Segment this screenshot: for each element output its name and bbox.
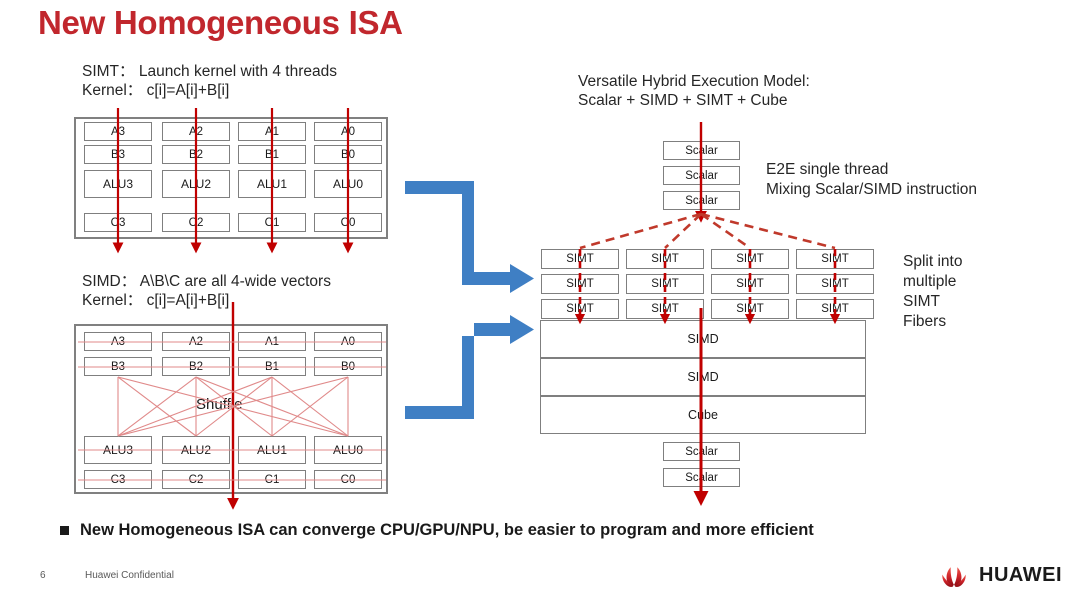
bullet-square-icon <box>60 526 69 535</box>
page-number: 6 <box>40 570 46 581</box>
simd-cell-alu2: ALU2 <box>162 436 230 464</box>
confidentiality-label: Huawei Confidential <box>85 570 174 581</box>
simt-grid-r0c0: SIMT <box>541 249 619 269</box>
note-split-line4: Fibers <box>903 313 947 330</box>
wide-bar-simd-0: SIMD <box>540 320 866 358</box>
huawei-wordmark: HUAWEI <box>979 563 1062 586</box>
simt-grid-r0c3: SIMT <box>796 249 874 269</box>
simt-cell-a0: A0 <box>314 122 382 141</box>
simd-cell-alu0: ALU0 <box>314 436 382 464</box>
simd-block-panel <box>74 324 388 494</box>
note-split-line3: SIMT <box>903 293 941 310</box>
blue-flow-arrows <box>405 181 534 419</box>
simt-cell-a2: A2 <box>162 122 230 141</box>
simd-cell-a3: A3 <box>84 332 152 351</box>
summary-bullet-row: New Homogeneous ISA can converge CPU/GPU… <box>60 521 814 540</box>
top-scalar-0: Scalar <box>663 141 740 160</box>
simt-cell-b1: B1 <box>238 145 306 164</box>
summary-bullet-text: New Homogeneous ISA can converge CPU/GPU… <box>80 521 814 539</box>
simt-cell-a1: A1 <box>238 122 306 141</box>
right-heading-line2: Scalar + SIMD + SIMT + Cube <box>578 92 788 109</box>
simd-cell-a0: A0 <box>314 332 382 351</box>
simd-cell-b3: B3 <box>84 357 152 376</box>
simt-grid-r1c3: SIMT <box>796 274 874 294</box>
huawei-logo: HUAWEI <box>938 561 1062 589</box>
note-split-line2: multiple <box>903 273 957 290</box>
note-split-line1: Split into <box>903 253 963 270</box>
simt-grid-r2c1: SIMT <box>626 299 704 319</box>
simt-cell-b2: B2 <box>162 145 230 164</box>
simt-cell-alu2: ALU2 <box>162 170 230 198</box>
simt-grid-r1c1: SIMT <box>626 274 704 294</box>
note-e2e-line2: Mixing Scalar/SIMD instruction <box>766 181 978 198</box>
wide-bar-cube: Cube <box>540 396 866 434</box>
simt-cell-c3: C3 <box>84 213 152 232</box>
simd-cell-a1: A1 <box>238 332 306 351</box>
top-scalar-1: Scalar <box>663 166 740 185</box>
simt-cell-alu0: ALU0 <box>314 170 382 198</box>
simt-cell-a3: A3 <box>84 122 152 141</box>
simt-cell-c2: C2 <box>162 213 230 232</box>
simt-grid-r2c0: SIMT <box>541 299 619 319</box>
simt-cell-c0: C0 <box>314 213 382 232</box>
bottom-scalar-0: Scalar <box>663 442 740 461</box>
simt-grid-r1c0: SIMT <box>541 274 619 294</box>
page-title: New Homogeneous ISA <box>38 4 403 41</box>
simt-grid-r2c3: SIMT <box>796 299 874 319</box>
simd-cell-c1: C1 <box>238 470 306 489</box>
simd-cell-c2: C2 <box>162 470 230 489</box>
simd-cell-b0: B0 <box>314 357 382 376</box>
right-heading-line1: Versatile Hybrid Execution Model: <box>578 73 810 90</box>
simt-grid-r0c2: SIMT <box>711 249 789 269</box>
simd-caption-line2: Kernel： c[i]=A[i]+B[i] <box>82 292 230 309</box>
huawei-flower-icon <box>942 567 966 587</box>
simd-cell-a2: A2 <box>162 332 230 351</box>
simd-cell-b2: B2 <box>162 357 230 376</box>
simt-cell-alu3: ALU3 <box>84 170 152 198</box>
note-e2e-line1: E2E single thread <box>766 161 889 178</box>
bottom-scalar-1: Scalar <box>663 468 740 487</box>
simt-cell-b3: B3 <box>84 145 152 164</box>
simd-caption-line1: SIMD： A\B\C are all 4-wide vectors <box>82 273 331 290</box>
simt-grid-r1c2: SIMT <box>711 274 789 294</box>
simd-cell-alu3: ALU3 <box>84 436 152 464</box>
simt-grid-r0c1: SIMT <box>626 249 704 269</box>
simt-grid-r2c2: SIMT <box>711 299 789 319</box>
simd-cell-c0: C0 <box>314 470 382 489</box>
simd-cell-alu1: ALU1 <box>238 436 306 464</box>
simd-cell-b1: B1 <box>238 357 306 376</box>
simt-caption-line2: Kernel： c[i]=A[i]+B[i] <box>82 82 230 99</box>
wide-bar-simd-1: SIMD <box>540 358 866 396</box>
simt-cell-b0: B0 <box>314 145 382 164</box>
simt-fan-dashed-lines <box>579 212 836 250</box>
simt-caption-line1: SIMT： Launch kernel with 4 threads <box>82 63 338 80</box>
shuffle-label: Shuffle <box>196 396 243 413</box>
simt-cell-alu1: ALU1 <box>238 170 306 198</box>
simd-cell-c3: C3 <box>84 470 152 489</box>
top-scalar-2: Scalar <box>663 191 740 210</box>
simt-cell-c1: C1 <box>238 213 306 232</box>
simt-block-panel <box>74 117 388 239</box>
